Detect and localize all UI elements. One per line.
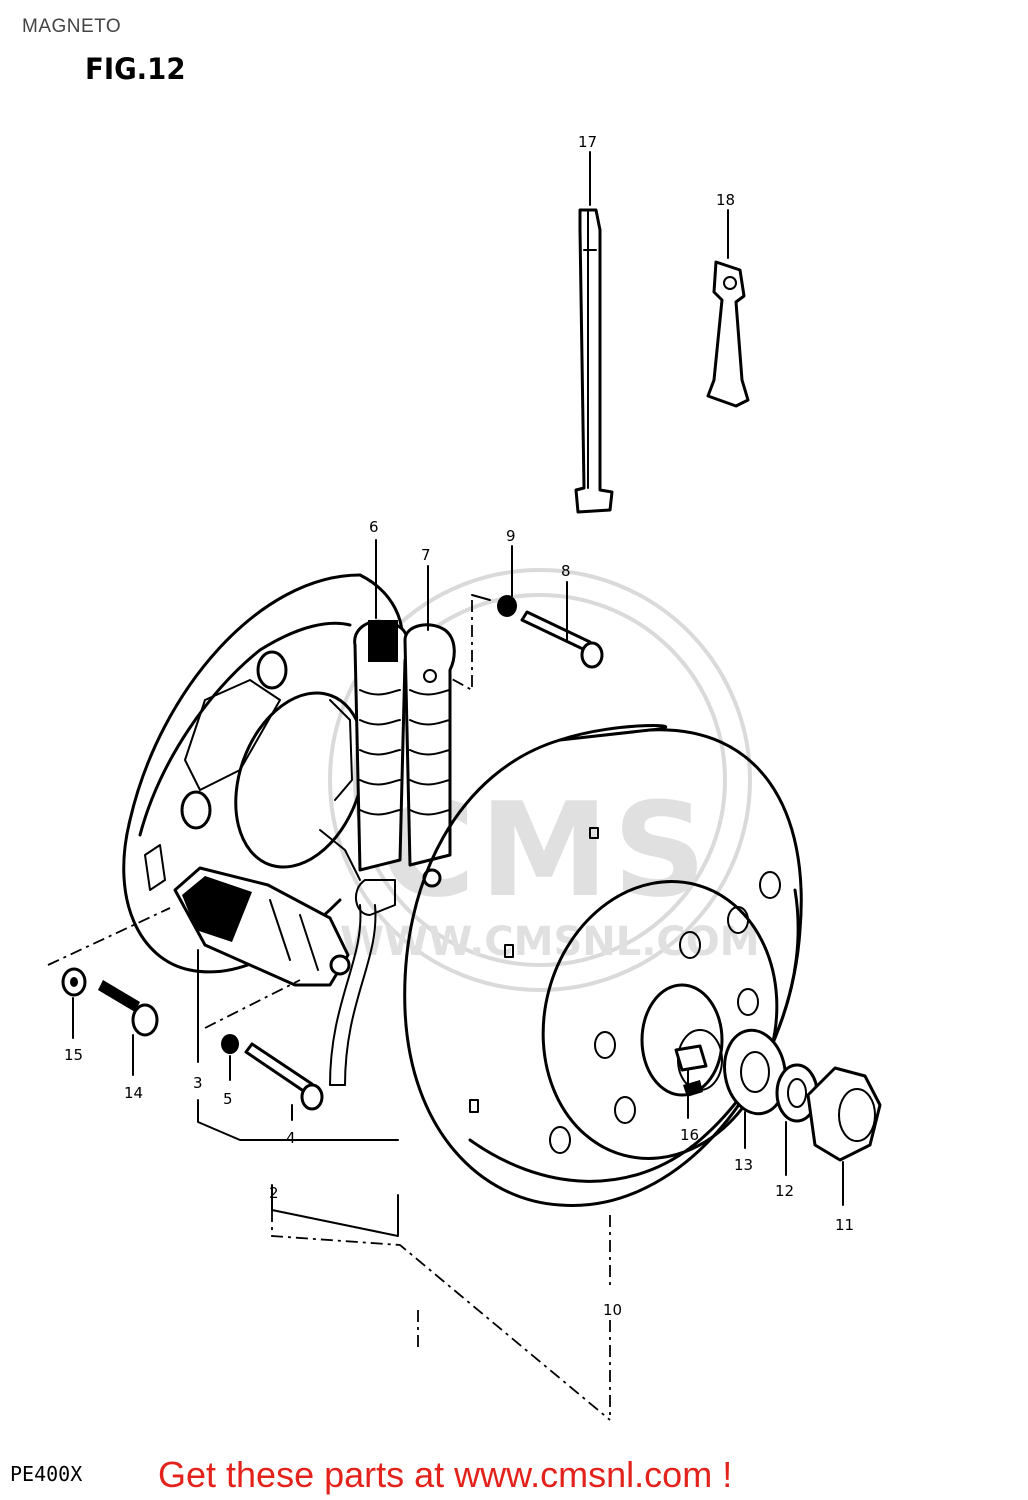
part-17-rotor-holder-tool [574,208,614,514]
callout-3: 3 [193,1074,203,1092]
part-6-7-coils [329,619,456,1086]
part-18-bracket [706,260,750,408]
callout-5: 5 [223,1090,233,1108]
callout-15: 15 [64,1046,83,1064]
callout-2: 2 [269,1184,279,1202]
callout-16: 16 [680,1126,699,1144]
callout-13: 13 [734,1156,753,1174]
part-14-15-screw-and-washer [47,907,171,1037]
callout-4: 4 [286,1129,296,1147]
callout-14: 14 [124,1084,143,1102]
callout-17: 17 [578,133,597,151]
figure-label: FIG.12 [85,52,186,86]
model-code: PE400X [10,1462,83,1486]
callout-10: 10 [603,1301,622,1319]
part-4-5-screw-and-nut [204,979,324,1111]
promo-link[interactable]: Get these parts at www.cmsnl.com ! [158,1454,733,1495]
callout-numbers: 2 3 4 5 6 7 8 9 10 11 12 13 14 15 16 17 … [64,133,854,1319]
leader-lines [72,151,844,1421]
callout-9: 9 [506,527,516,545]
part-11-12-13-washers-and-nut [723,1028,882,1162]
watermark-url: WWW.CMSNL.COM [340,919,760,965]
callout-7: 7 [421,546,431,564]
callout-8: 8 [561,562,571,580]
callout-6: 6 [369,518,379,536]
page-title: MAGNETO [22,16,122,37]
part-3-pickup-coil [173,866,351,987]
callout-12: 12 [775,1182,794,1200]
callout-11: 11 [835,1216,854,1234]
callout-18: 18 [716,191,735,209]
part-8-9-screw-and-nut [449,594,604,692]
